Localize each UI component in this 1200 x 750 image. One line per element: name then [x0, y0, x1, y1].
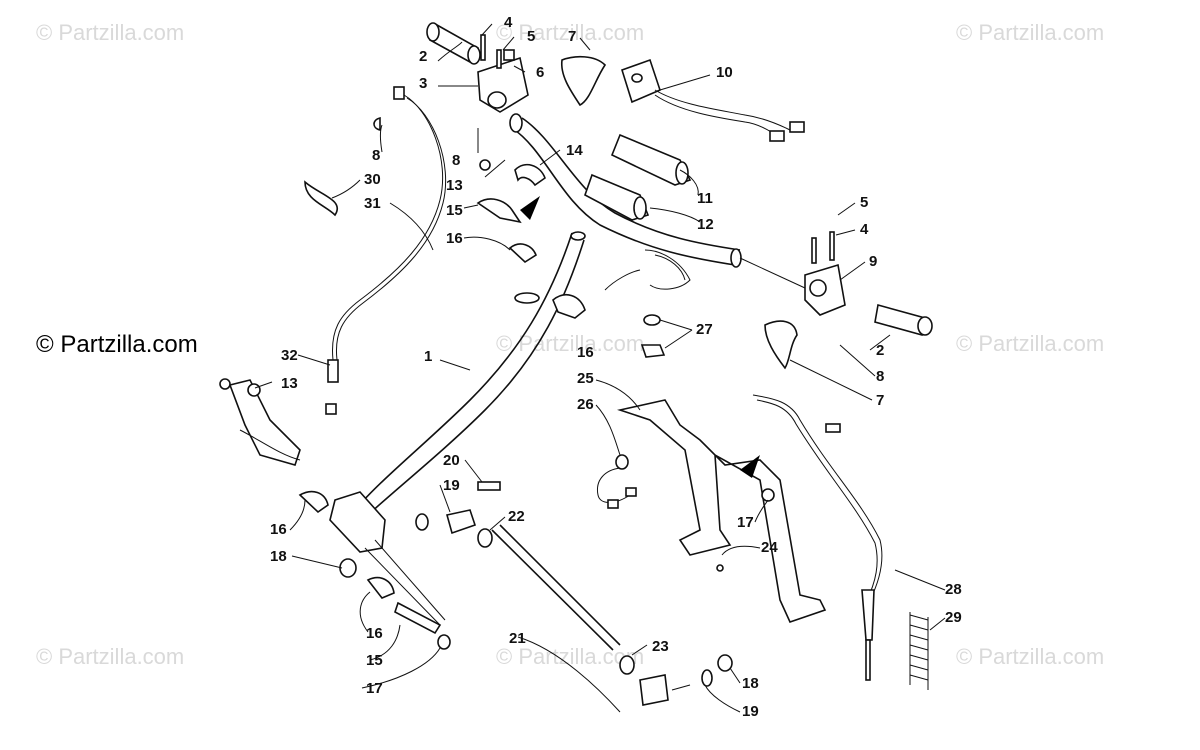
callout-14: 14: [566, 142, 583, 159]
watermark-bottom-right: © Partzilla.com: [956, 644, 1105, 669]
lower-left-parts: [298, 490, 451, 650]
callout-27: 27: [696, 321, 713, 338]
brake-cable: [752, 394, 883, 681]
callout-30: 30: [364, 171, 381, 188]
spring: [909, 612, 929, 690]
callout-13-left: 13: [281, 375, 298, 392]
switch-harness: [621, 58, 805, 142]
grip-heater-12: [584, 173, 650, 221]
callout-26: 26: [577, 396, 594, 413]
left-throttle-housing: [477, 34, 529, 113]
callout-15-top: 15: [446, 202, 463, 219]
steering-support: [596, 399, 827, 623]
lower-clamp: [552, 294, 586, 319]
callout-3: 3: [419, 75, 427, 92]
mount-bracket: [219, 378, 301, 466]
callout-18-left: 18: [270, 548, 287, 565]
callout-5-right: 5: [860, 194, 868, 211]
callout-10: 10: [716, 64, 733, 81]
callout-20: 20: [443, 452, 460, 469]
right-brake-housing: [804, 231, 846, 316]
watermark-top-center: © Partzilla.com: [496, 20, 645, 45]
callout-2-right: 2: [876, 342, 884, 359]
callout-21: 21: [509, 630, 526, 647]
callout-8-right: 8: [876, 368, 884, 385]
callout-19-top: 19: [443, 477, 460, 494]
callout-29: 29: [945, 609, 962, 626]
upper-clamp: [476, 159, 546, 264]
watermark-bottom-left: © Partzilla.com: [36, 644, 185, 669]
callout-32: 32: [281, 347, 298, 364]
callout-17-mid: 17: [737, 514, 754, 531]
callout-28: 28: [945, 581, 962, 598]
watermark-top-right: © Partzilla.com: [956, 20, 1105, 45]
brake-lever: [764, 320, 798, 370]
partzilla-watermark: © Partzilla.com: [36, 331, 198, 358]
callout-18-bottom: 18: [742, 675, 759, 692]
callout-9: 9: [869, 253, 877, 270]
callout-16-bottom: 16: [366, 625, 383, 642]
callout-2-left: 2: [419, 48, 427, 65]
callout-labels: 1 2 3 4 5 6 7 8 8 10 11 12 13 14 15 16 1…: [270, 14, 962, 720]
callout-16-mid: 16: [577, 344, 594, 361]
leader-lines: [254, 23, 946, 713]
grip-heater-11: [610, 133, 692, 186]
callout-16-left: 16: [270, 521, 287, 538]
callout-23: 23: [652, 638, 669, 655]
watermark-mid-right: © Partzilla.com: [956, 331, 1105, 356]
callout-7-right: 7: [876, 392, 884, 409]
watermark-top-left: © Partzilla.com: [36, 20, 185, 45]
callout-19-bottom: 19: [742, 703, 759, 720]
callout-8-mid: 8: [452, 152, 460, 169]
callout-8-left: 8: [372, 147, 380, 164]
callout-6: 6: [536, 64, 544, 81]
rod-ends: [415, 481, 733, 706]
throttle-lever: [560, 55, 607, 107]
callout-22: 22: [508, 508, 525, 525]
callout-13-top: 13: [446, 177, 463, 194]
callout-4-left: 4: [504, 14, 513, 31]
callout-1: 1: [424, 348, 432, 365]
callout-7-top: 7: [568, 28, 576, 45]
cable-clip: [304, 180, 338, 217]
left-grip: [426, 22, 481, 65]
callout-25: 25: [577, 370, 594, 387]
callout-5-left: 5: [527, 28, 535, 45]
cable-assembly: [325, 86, 447, 415]
steering-post: [329, 231, 586, 626]
callout-31: 31: [364, 195, 381, 212]
handlebar: [509, 113, 806, 289]
callout-16-top: 16: [446, 230, 463, 247]
callout-17-bottom: 17: [366, 680, 383, 697]
tether-key: [604, 249, 691, 358]
tie-rod: [477, 524, 635, 675]
watermark-mid-center: © Partzilla.com: [496, 331, 645, 356]
callout-4-right: 4: [860, 221, 869, 238]
callout-15-bottom: 15: [366, 652, 383, 669]
right-grip: [874, 303, 933, 337]
callout-11: 11: [697, 190, 713, 207]
callout-12: 12: [697, 216, 714, 233]
callout-24: 24: [761, 539, 778, 556]
